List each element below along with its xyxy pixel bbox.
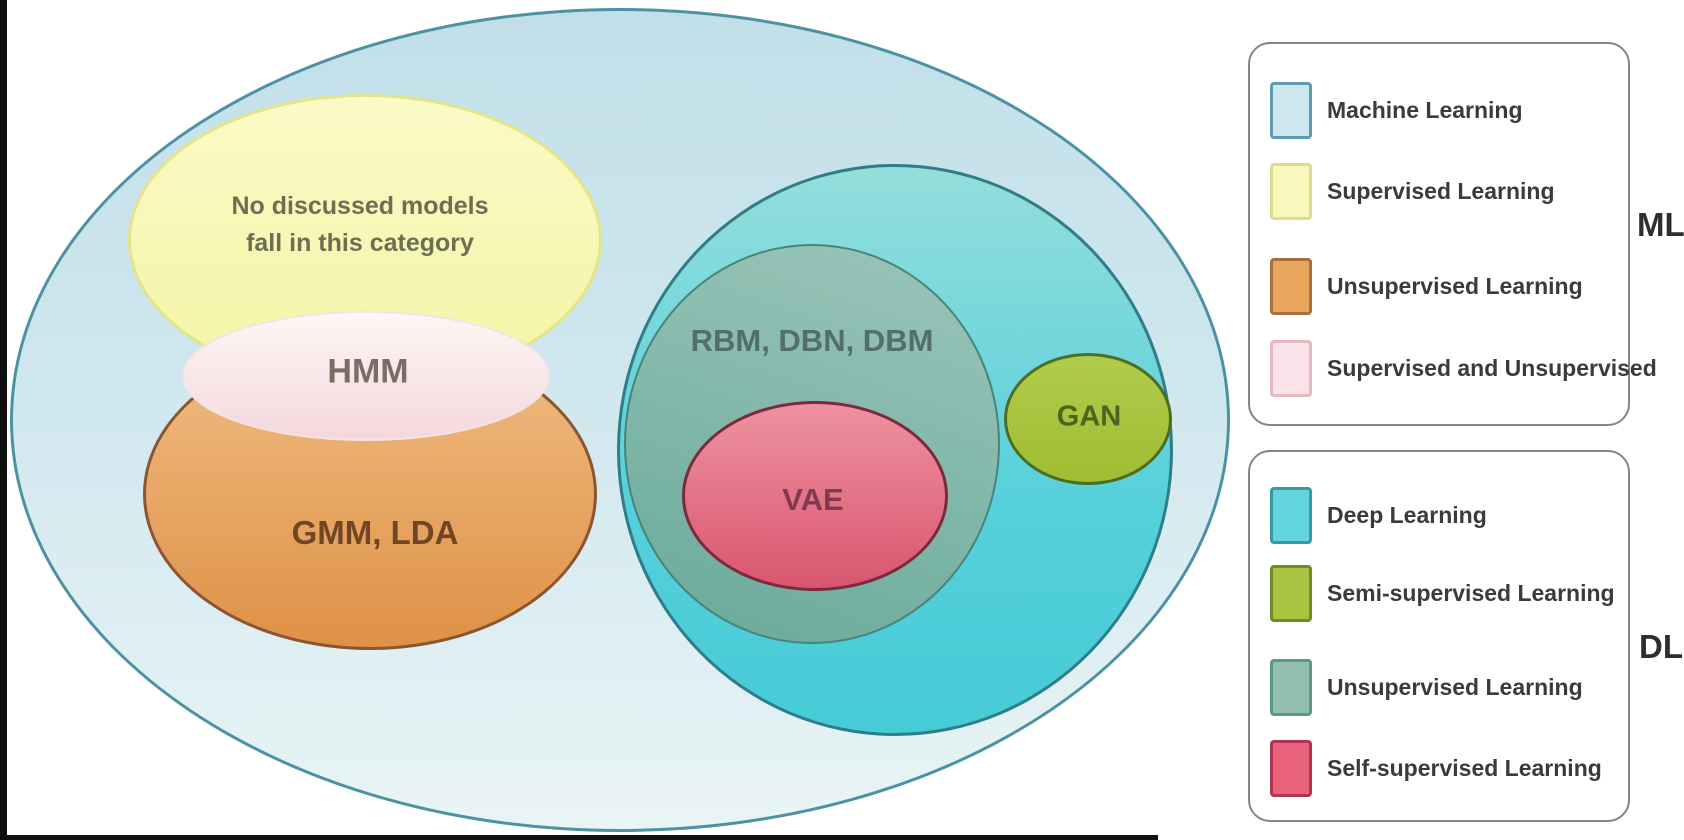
supervised-and-unsupervised-swatch xyxy=(1270,340,1312,397)
gan-label: GAN xyxy=(1056,400,1122,433)
legend-row: Machine Learning xyxy=(1270,82,1523,139)
legend-label: Machine Learning xyxy=(1327,97,1523,123)
supervised-learning-swatch xyxy=(1270,163,1312,220)
legend-row: Unsupervised Learning xyxy=(1270,258,1583,315)
dl-group-label: DL xyxy=(1639,628,1683,665)
legend-label: Supervised and Unsupervised xyxy=(1327,355,1657,381)
legend-label: Deep Learning xyxy=(1327,502,1487,528)
legend-box-ml: Machine Learning Supervised Learning Uns… xyxy=(1248,42,1657,426)
hmm-label: HMM xyxy=(327,352,409,391)
left-black-bar xyxy=(0,0,7,840)
legend-row: Supervised Learning xyxy=(1270,163,1555,220)
legend-row: Self-supervised Learning xyxy=(1270,740,1602,797)
legend-label: Unsupervised Learning xyxy=(1327,273,1583,299)
rbm-dbn-dbm-label: RBM, DBN, DBM xyxy=(690,323,934,358)
legend-row: Deep Learning xyxy=(1270,487,1487,544)
unsupervised-learning-swatch xyxy=(1270,258,1312,315)
semi-supervised-learning-swatch xyxy=(1270,565,1312,622)
supervised-note-line2: fall in this category xyxy=(246,229,474,257)
legend-label: Unsupervised Learning xyxy=(1327,674,1583,700)
dl-unsupervised-learning-swatch xyxy=(1270,659,1312,716)
supervised-note-line1: No discussed models xyxy=(231,192,489,220)
legend-label: Semi-supervised Learning xyxy=(1327,580,1615,606)
legend-label: Supervised Learning xyxy=(1327,178,1555,204)
supervised-region-note: No discussed models fall in this categor… xyxy=(231,188,488,262)
bottom-black-bar xyxy=(0,835,1158,840)
semi-supervised-learning-ellipse xyxy=(1004,353,1172,485)
gmm-lda-label: GMM, LDA xyxy=(291,514,459,551)
machine-learning-swatch xyxy=(1270,82,1312,139)
vae-label: VAE xyxy=(782,482,844,517)
self-supervised-learning-swatch xyxy=(1270,740,1312,797)
deep-learning-swatch xyxy=(1270,487,1312,544)
self-supervised-learning-ellipse xyxy=(682,401,948,591)
legend-row: Semi-supervised Learning xyxy=(1270,565,1615,622)
ml-group-label: ML xyxy=(1637,206,1684,243)
legend-row: Unsupervised Learning xyxy=(1270,659,1583,716)
legend-label: Self-supervised Learning xyxy=(1327,755,1602,781)
legend-box-dl: Deep Learning Semi-supervised Learning U… xyxy=(1248,450,1630,822)
legend-row: Supervised and Unsupervised xyxy=(1270,340,1657,397)
supervised-and-unsupervised-overlap-ellipse xyxy=(182,311,550,441)
